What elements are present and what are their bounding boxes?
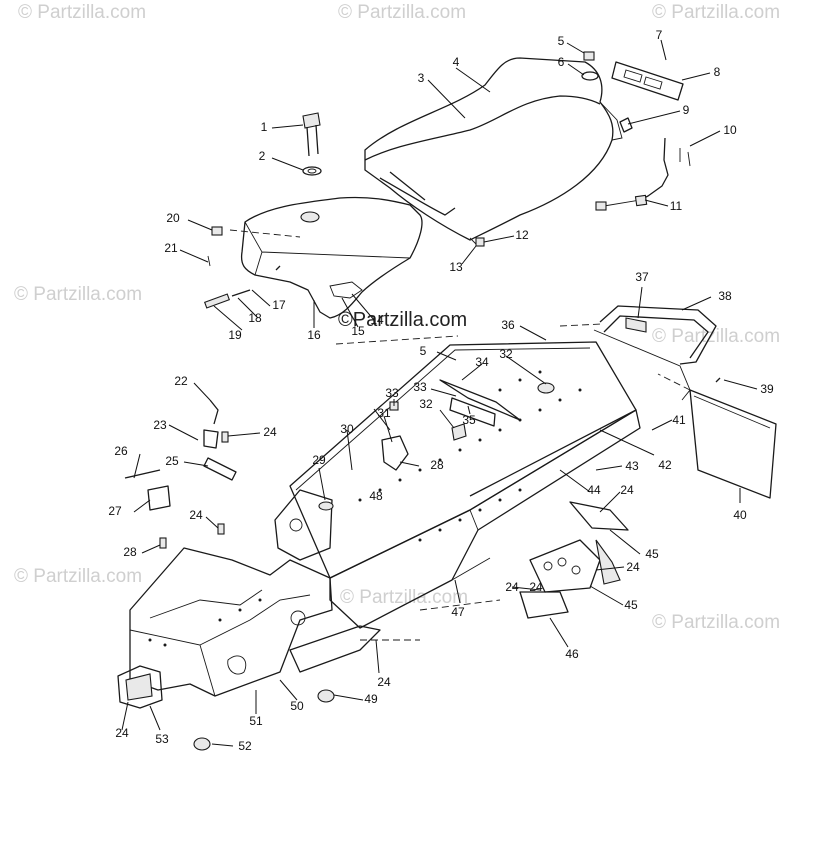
callout-38: 38 [718,289,732,303]
callout-43: 43 [625,459,639,473]
watermark: © Partzilla.com [652,612,780,633]
callout-32: 32 [499,347,513,361]
callout-17: 17 [272,298,286,312]
callout-24: 24 [620,483,634,497]
callout-24: 24 [529,580,543,594]
callout-12: 12 [515,228,529,242]
small-parts [193,51,721,751]
watermark-center: ©Partzilla.com [338,309,467,331]
watermark: © Partzilla.com [14,566,142,587]
fuel-cap [302,112,322,176]
callout-19: 19 [228,328,242,342]
callout-34: 34 [475,355,489,369]
watermark: © Partzilla.com [18,2,146,23]
callout-51: 51 [249,714,263,728]
callout-4: 4 [453,55,460,69]
taillight-bulb [619,117,633,133]
callout-52: 52 [238,739,252,753]
rear-bumper [593,305,717,401]
callout-16: 16 [307,328,321,342]
front-bumper [117,665,163,709]
callout-35: 35 [462,413,476,427]
callout-29: 29 [312,453,326,467]
callout-32: 32 [419,397,433,411]
callout-49: 49 [364,692,378,706]
watermark: © Partzilla.com [652,326,780,347]
callout-11: 11 [670,199,683,213]
leader-lines [121,39,758,747]
callout-50: 50 [290,699,304,713]
callout-6: 6 [558,55,565,69]
watermarks: © Partzilla.com © Partzilla.com © Partzi… [14,2,780,633]
taillight [611,61,684,101]
callout-3: 3 [418,71,425,85]
callout-15: 15 [351,324,365,338]
callout-31: 31 [377,406,391,420]
callout-28: 28 [430,458,444,472]
callout-24: 24 [626,560,640,574]
callout-24: 24 [189,508,203,522]
snow-flap [657,373,777,499]
left-hardware [124,399,237,549]
callout-37: 37 [635,270,649,284]
callout-44: 44 [587,483,601,497]
callout-18: 18 [248,311,262,325]
chassis [129,323,641,697]
rear-brackets [519,501,629,619]
callout-24: 24 [505,580,519,594]
callout-53: 53 [155,732,169,746]
fuel-tank [229,196,423,319]
watermark: © Partzilla.com [340,587,468,608]
callout-24: 24 [377,675,391,689]
callout-labels: 1 2 3 4 5 6 7 8 9 10 11 12 13 14 15 16 1… [108,28,774,753]
callout-24: 24 [263,425,277,439]
callout-20: 20 [166,211,180,225]
callout-46: 46 [565,647,579,661]
callout-48: 48 [369,489,383,503]
callout-7: 7 [656,28,663,42]
callout-5: 5 [420,344,427,358]
callout-21: 21 [164,241,178,255]
callout-28: 28 [123,545,137,559]
callout-23: 23 [153,418,167,432]
callout-14: 14 [370,313,384,327]
callout-9: 9 [683,103,690,117]
watermark: © Partzilla.com [652,2,780,23]
callout-33: 33 [413,380,427,394]
callout-45: 45 [645,547,659,561]
callout-13: 13 [449,260,463,274]
callout-30: 30 [340,422,354,436]
callout-26: 26 [114,444,128,458]
callout-41: 41 [672,413,686,427]
watermark: © Partzilla.com [14,284,142,305]
seat-brackets [381,379,521,471]
callout-25: 25 [165,454,179,468]
callout-5: 5 [558,34,565,48]
callout-10: 10 [723,123,737,137]
callout-40: 40 [733,508,747,522]
callout-33: 33 [385,386,399,400]
watermark: © Partzilla.com [338,2,466,23]
callout-8: 8 [714,65,721,79]
callout-45: 45 [624,598,638,612]
callout-36: 36 [501,318,515,332]
fuel-fittings [203,226,281,309]
callout-24: 24 [115,726,129,740]
callout-27: 27 [108,504,122,518]
seat [364,57,623,247]
callout-1: 1 [261,120,268,134]
callout-47: 47 [451,605,465,619]
callout-2: 2 [259,149,266,163]
callout-22: 22 [174,374,188,388]
callout-42: 42 [658,458,672,472]
callout-39: 39 [760,382,774,396]
